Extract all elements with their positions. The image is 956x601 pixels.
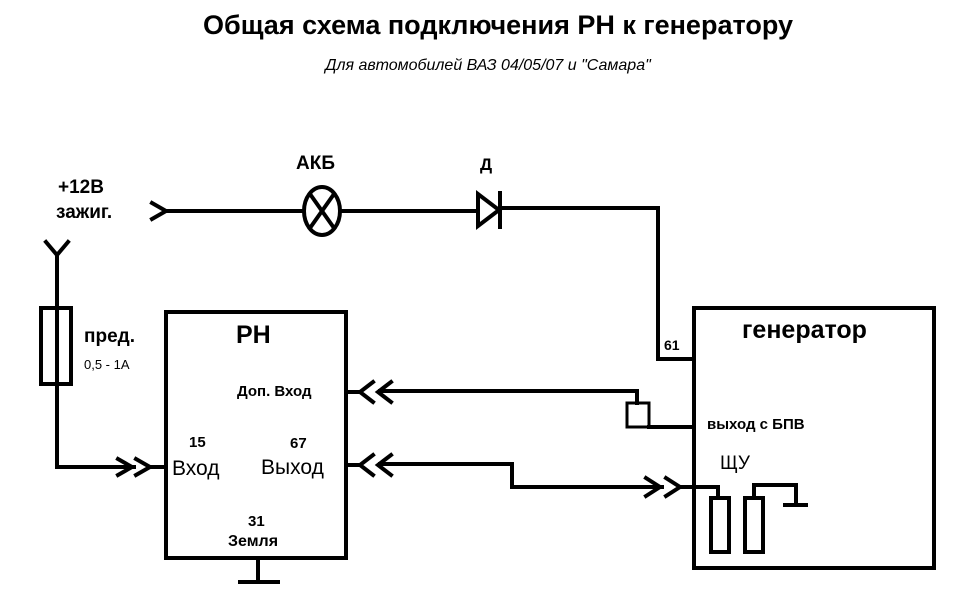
brush-1-icon — [709, 496, 731, 554]
diagram-title: Общая схема подключения РН к генератору — [203, 10, 793, 40]
label-pin-61: 61 — [664, 337, 680, 353]
wire-fuse-to-input — [55, 308, 136, 469]
terminal-fork-icon — [43, 239, 71, 312]
label-input: Вход — [172, 457, 220, 480]
connector-chevron-supply — [149, 200, 171, 222]
ground-regulator-icon — [238, 556, 280, 584]
label-generator: генератор — [742, 316, 867, 344]
label-ground: Земля — [228, 533, 279, 550]
label-battery: АКБ — [296, 153, 335, 174]
diode-icon — [476, 189, 503, 231]
battery-lamp-icon — [302, 185, 342, 237]
label-fuse-rating: 0,5 - 1А — [84, 357, 130, 372]
label-regulator: РН — [236, 321, 271, 349]
label-diode: Д — [480, 155, 493, 174]
label-aux-input: Доп. Вход — [237, 383, 312, 400]
label-brush-holder: ЩУ — [720, 453, 750, 474]
label-supply-ignition: зажиг. — [56, 202, 113, 223]
label-bpv-output: выход с БПВ — [707, 416, 805, 433]
brush-2-icon — [743, 496, 765, 554]
label-ground-pin: 31 — [248, 513, 265, 530]
bpv-terminal-icon — [625, 401, 651, 429]
wire-brush-2-ground — [752, 483, 808, 507]
label-input-pin: 15 — [189, 434, 206, 451]
generator-box — [692, 306, 936, 570]
label-fuse: пред. — [84, 326, 135, 347]
label-supply-12v: +12В — [58, 177, 104, 198]
diagram-subtitle: Для автомобилей ВАЗ 04/05/07 и "Самара" — [325, 57, 651, 74]
wire-aux-to-bpv — [378, 389, 639, 405]
wire-output-to-brush — [378, 462, 664, 489]
label-output-pin: 67 — [290, 435, 307, 452]
wire-diode-to-generator-61 — [498, 206, 696, 361]
label-output: Выход — [261, 456, 324, 479]
